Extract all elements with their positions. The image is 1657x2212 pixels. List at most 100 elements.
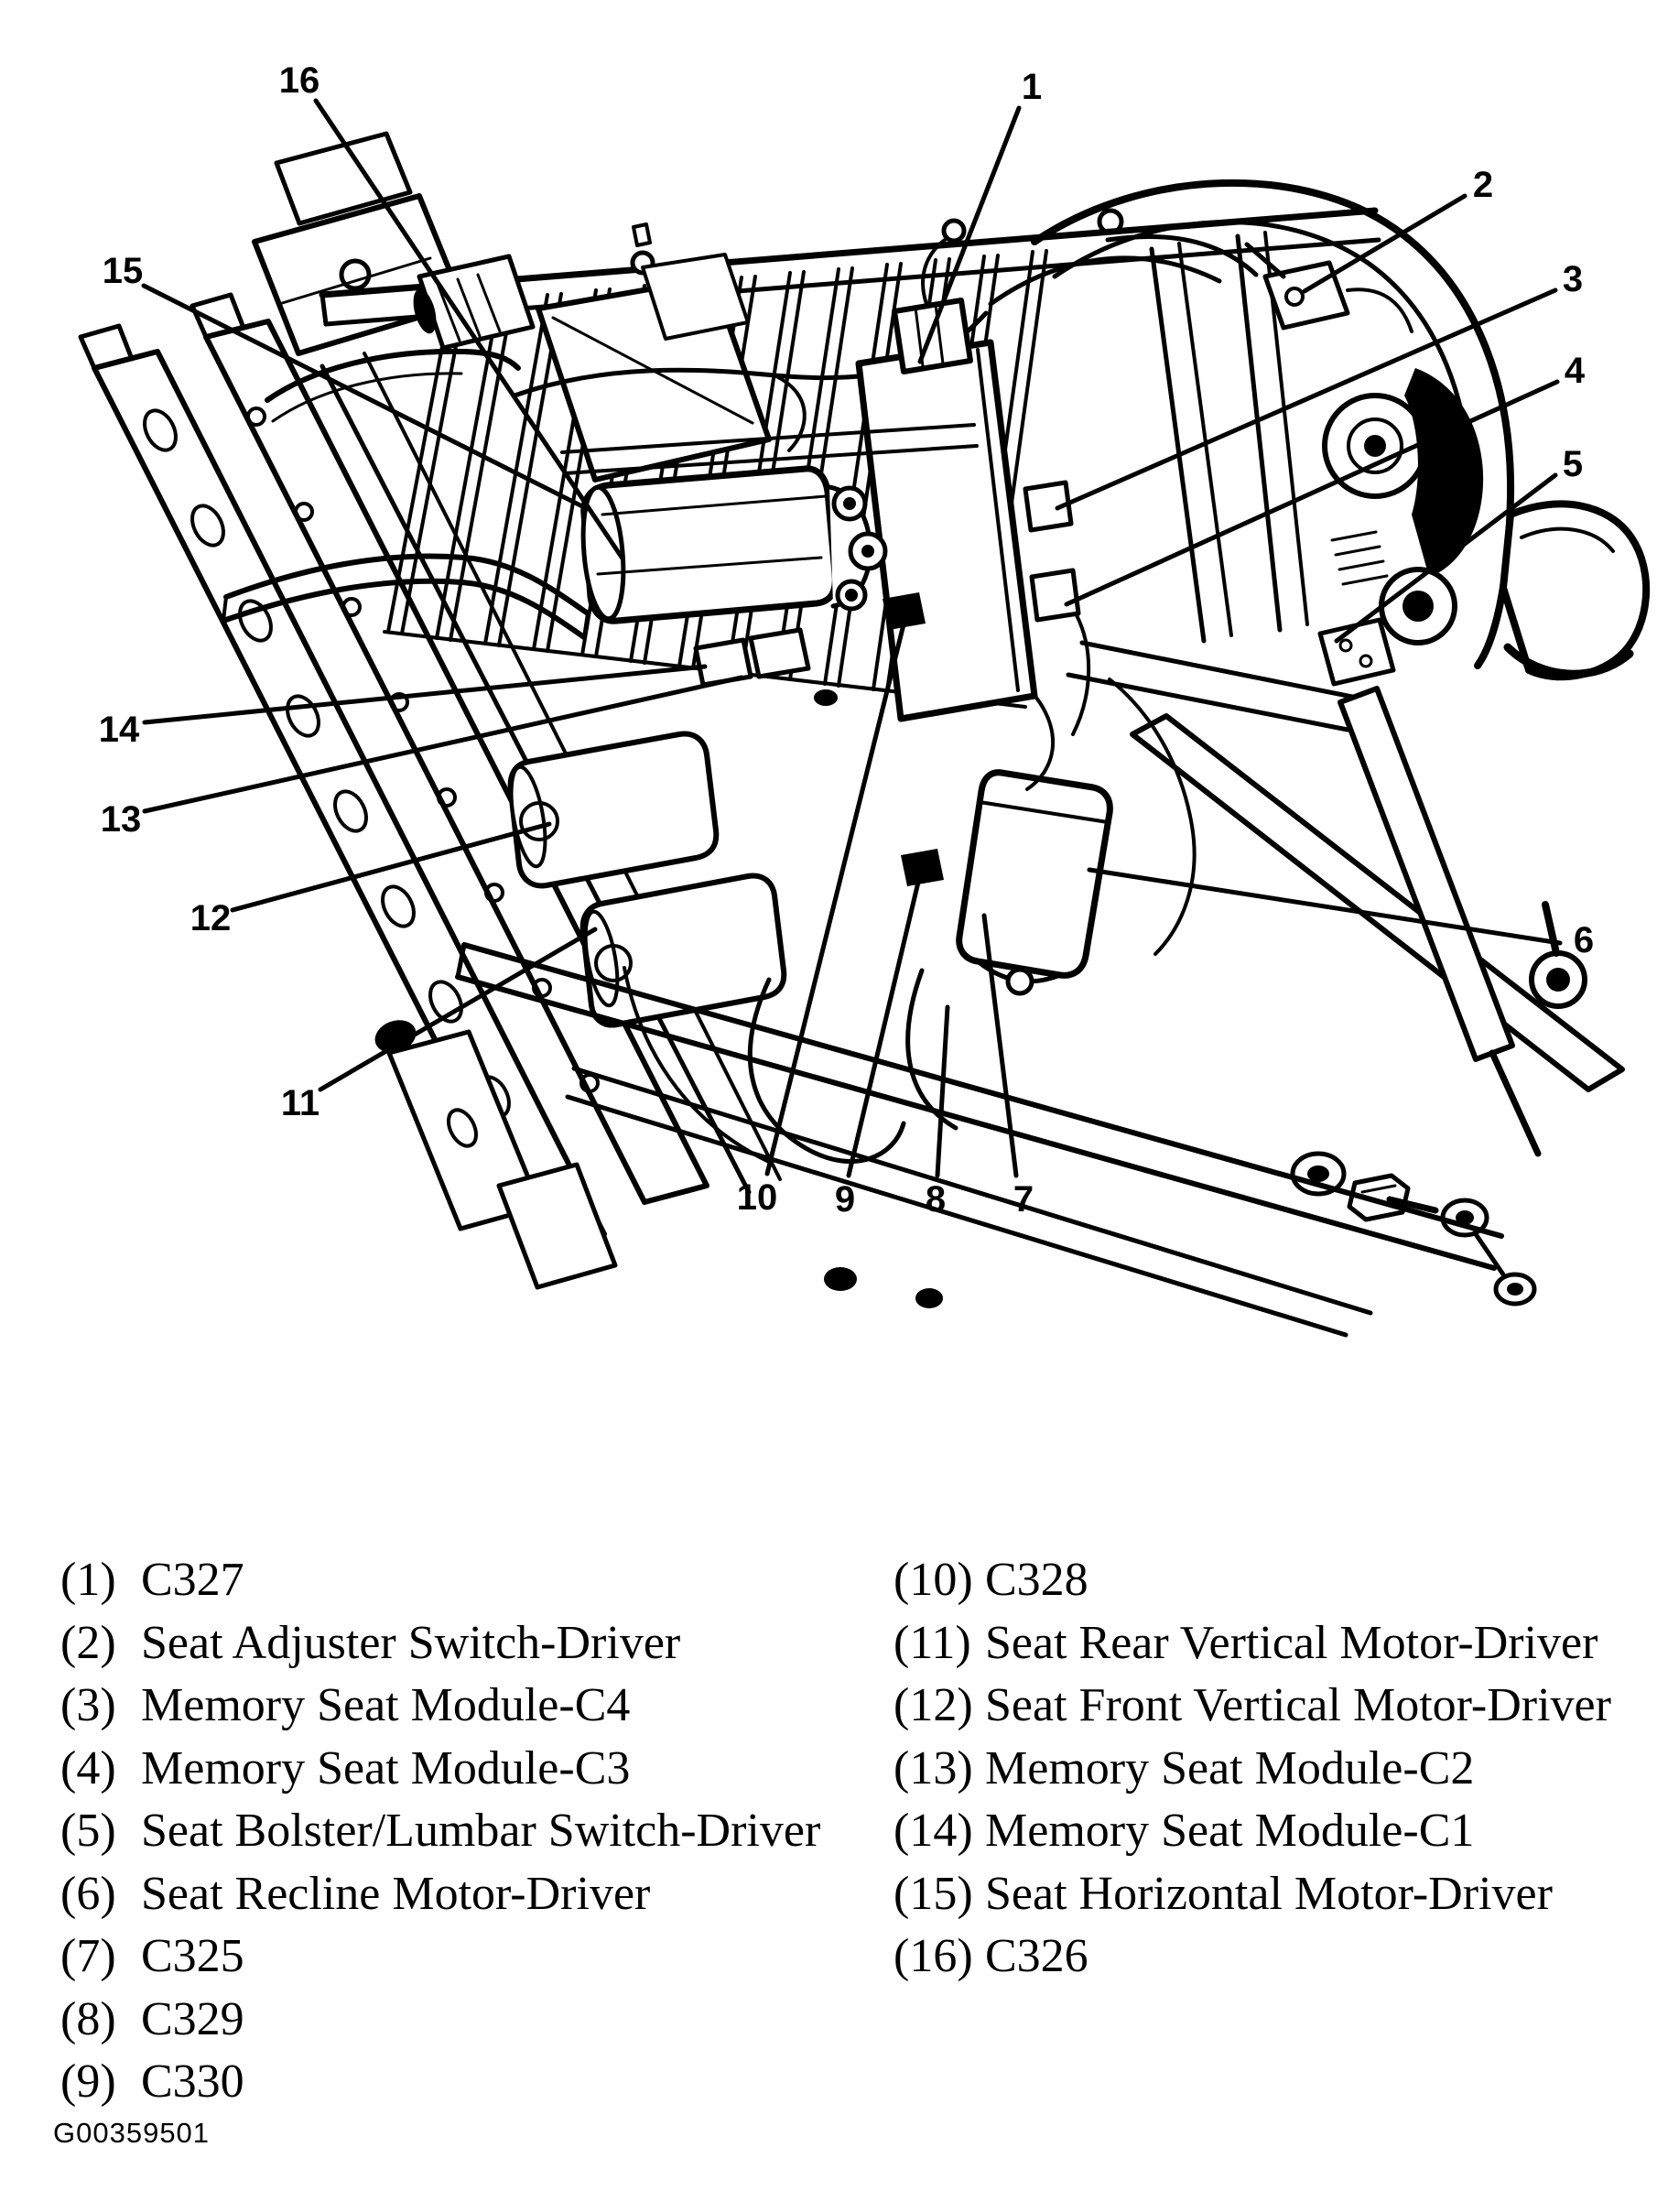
callout-numbers: 1 2 3 4 5 6 7 8 9 10 11 12 13 14 15 16 xyxy=(99,60,1594,1220)
callout-leader-7 xyxy=(981,913,1019,1178)
callout-number-10: 10 xyxy=(737,1177,778,1218)
legend-item-label: Seat Recline Motor-Driver xyxy=(141,1867,651,1920)
legend-item-label: C326 xyxy=(985,1930,1088,1983)
legend-item-label: Seat Horizontal Motor-Driver xyxy=(985,1867,1553,1920)
wiring-harness-lower xyxy=(623,678,1197,1165)
wiring-harness-upper xyxy=(265,233,1259,452)
callout-leader-2 xyxy=(1302,193,1467,294)
legend-item-number: (1) xyxy=(60,1554,116,1607)
callout-leader-10 xyxy=(764,611,909,1176)
legend-item-label: Seat Adjuster Switch-Driver xyxy=(141,1616,681,1669)
legend-item-number: (2) xyxy=(60,1616,116,1669)
legend-item-label: Seat Rear Vertical Motor-Driver xyxy=(985,1616,1598,1669)
bottom-cross-bars xyxy=(455,942,1504,1338)
legend-item-1: (1) C327 xyxy=(60,1549,820,1612)
callout-number-9: 9 xyxy=(835,1179,855,1220)
callout-leader-lines xyxy=(141,98,1563,1178)
callout-leader-14 xyxy=(142,664,708,725)
callout-number-12: 12 xyxy=(190,898,232,938)
callout-number-15: 15 xyxy=(103,251,144,291)
wiring-harness-left xyxy=(221,553,590,640)
legend-item-number: (16) xyxy=(893,1930,973,1983)
callout-number-11: 11 xyxy=(281,1083,319,1123)
legend-item-16: (16)C326 xyxy=(893,1925,1611,1989)
legend-item-label: C327 xyxy=(141,1554,244,1607)
callout-number-13: 13 xyxy=(101,799,142,840)
legend-item-label: C325 xyxy=(141,1930,244,1983)
legend-item-label: Seat Front Vertical Motor-Driver xyxy=(985,1679,1611,1732)
callout-number-8: 8 xyxy=(926,1179,946,1220)
callout-leader-8 xyxy=(935,1004,950,1178)
seat-track-rails xyxy=(78,292,782,1290)
callout-number-1: 1 xyxy=(1022,67,1042,107)
legend-item-number: (7) xyxy=(60,1930,116,1983)
legend-item-label: Memory Seat Module-C3 xyxy=(141,1741,631,1795)
legend-item-label: C329 xyxy=(141,1992,244,2045)
legend-item-4: (4) Memory Seat Module-C3 xyxy=(60,1738,820,1801)
legend-item-number: (10) xyxy=(893,1554,973,1607)
legend-item-label: Seat Bolster/Lumbar Switch-Driver xyxy=(141,1805,821,1858)
legend-item-number: (4) xyxy=(60,1741,116,1795)
legend-item-number: (3) xyxy=(60,1679,116,1732)
legend-item-label: C328 xyxy=(985,1554,1088,1607)
callout-leader-4 xyxy=(1064,379,1560,607)
callout-number-7: 7 xyxy=(1013,1179,1034,1220)
figure-code: G00359501 xyxy=(53,2117,211,2149)
legend-item-15: (15)Seat Horizontal Motor-Driver xyxy=(893,1863,1611,1926)
callout-leader-9 xyxy=(846,872,923,1178)
connector-c330 xyxy=(901,849,944,886)
callout-number-4: 4 xyxy=(1565,351,1586,391)
callout-number-6: 6 xyxy=(1574,920,1594,960)
callout-leader-12 xyxy=(230,821,552,913)
top-left-bracket xyxy=(252,131,466,356)
legend-item-12: (12)Seat Front Vertical Motor-Driver xyxy=(893,1675,1611,1738)
legend-item-number: (5) xyxy=(60,1805,116,1858)
legend-item-number: (12) xyxy=(893,1679,973,1732)
legend-item-8: (8)C329 xyxy=(60,1989,820,2052)
legend-item-5: (5) Seat Bolster/Lumbar Switch-Driver xyxy=(60,1800,820,1863)
callout-number-5: 5 xyxy=(1563,444,1583,484)
legend-item-label: Memory Seat Module-C4 xyxy=(141,1679,631,1732)
legend-item-number: (6) xyxy=(60,1867,116,1920)
bolster-switch-bracket xyxy=(1317,617,1396,687)
callout-number-16: 16 xyxy=(279,60,320,101)
legend-right-column: (10)C328 (11) Seat Rear Vertical Motor-Dr… xyxy=(893,1549,1611,1989)
legend-item-6: (6) Seat Recline Motor-Driver xyxy=(60,1863,820,1926)
connector-c325 xyxy=(814,689,838,706)
ribbed-cylinder xyxy=(413,254,536,351)
recline-motor xyxy=(956,769,1113,996)
legend-item-13: (13)Memory Seat Module-C2 xyxy=(893,1738,1611,1801)
callout-leader-5 xyxy=(1334,472,1558,644)
callout-number-2: 2 xyxy=(1473,165,1493,205)
legend-item-number: (14) xyxy=(893,1805,973,1858)
callout-leader-6 xyxy=(1087,867,1563,946)
connector-c328 xyxy=(883,592,926,630)
callout-leader-3 xyxy=(1055,287,1558,511)
legend-item-9: (9) C330 xyxy=(60,2051,820,2114)
callout-number-3: 3 xyxy=(1563,259,1583,299)
callout-leader-15 xyxy=(141,283,589,511)
legend-item-10: (10)C328 xyxy=(893,1549,1611,1612)
legend-item-3: (3) Memory Seat Module-C4 xyxy=(60,1675,820,1738)
legend-left-column: (1) C327 (2) Seat Adjuster Switch-Driver (… xyxy=(60,1549,820,2114)
legend-item-label: Memory Seat Module-C2 xyxy=(985,1741,1475,1795)
legend-item-2: (2) Seat Adjuster Switch-Driver xyxy=(60,1612,820,1675)
connector-c2 xyxy=(748,627,811,679)
callout-leader-16 xyxy=(313,98,625,561)
recliner-gears xyxy=(1322,368,1484,645)
legend-item-label: C330 xyxy=(141,2055,244,2109)
legend-item-14: (14)Memory Seat Module-C1 xyxy=(893,1800,1611,1863)
legend-item-number: (13) xyxy=(893,1741,973,1795)
callout-leader-1 xyxy=(917,105,1022,364)
legend-item-11: (11) Seat Rear Vertical Motor-Driver xyxy=(893,1612,1611,1675)
legend-item-number: (9) xyxy=(60,2055,116,2109)
front-vertical-motor xyxy=(507,731,720,889)
legend-item-number: (11) xyxy=(893,1616,971,1669)
bolster-bracket xyxy=(1500,500,1651,681)
legend-item-7: (7) C325 xyxy=(60,1925,820,1989)
callout-number-14: 14 xyxy=(99,710,140,750)
legend-item-number: (15) xyxy=(893,1867,973,1920)
module-connector-c4 xyxy=(1023,480,1074,533)
